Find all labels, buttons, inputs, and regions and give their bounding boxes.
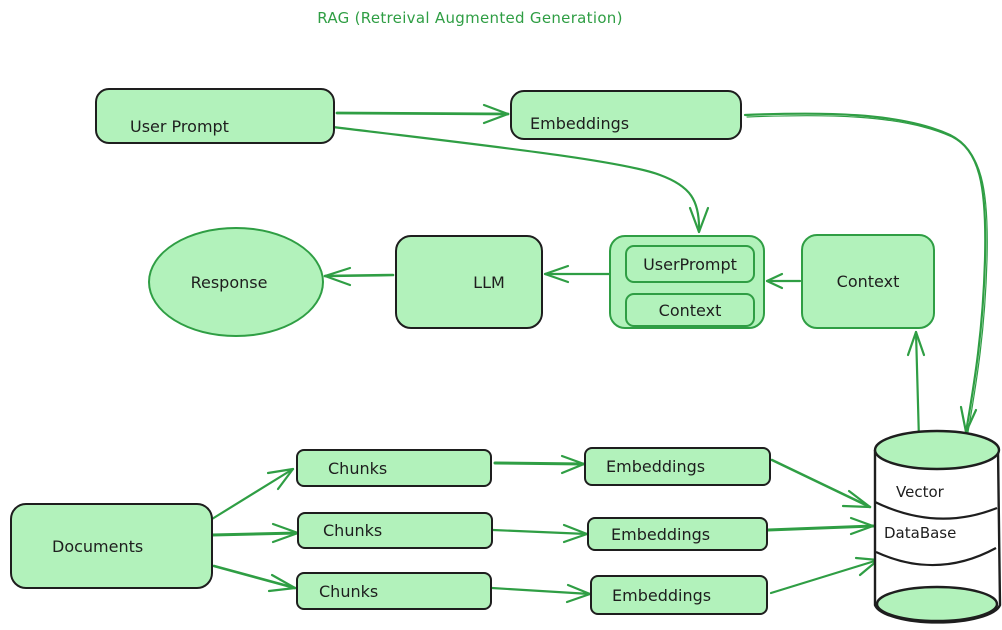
embeddings-label-2: Embeddings xyxy=(611,524,711,544)
context-node[interactable]: Context xyxy=(801,234,935,329)
user-prompt-label: User Prompt xyxy=(130,116,229,136)
arrow-documents-to-chunks-2 xyxy=(210,522,300,544)
arrow-embeddings-3-to-vectordb xyxy=(769,556,880,595)
arrow-userprompt-to-group xyxy=(331,125,710,234)
embeddings-label-1: Embeddings xyxy=(606,457,706,476)
arrow-context-to-group xyxy=(765,272,802,290)
arrow-chunks-2-to-embeddings-2 xyxy=(491,523,589,544)
response-node[interactable]: Response xyxy=(148,227,324,337)
context-label: Context xyxy=(836,272,900,291)
chunks-label-1: Chunks xyxy=(328,458,388,478)
embeddings-label-3: Embeddings xyxy=(612,585,712,605)
diagram-title: RAG (Retreival Augmented Generation) xyxy=(317,9,623,27)
embeddings-top-node[interactable]: Embeddings xyxy=(510,90,742,140)
group-userprompt-label: UserPrompt xyxy=(643,254,737,274)
chunks-label-3: Chunks xyxy=(319,581,379,601)
user-prompt-node[interactable]: User Prompt xyxy=(95,88,335,144)
arrow-llm-to-response xyxy=(323,266,395,287)
response-label: Response xyxy=(190,272,268,292)
embeddings-node-3[interactable]: Embeddings xyxy=(590,575,768,615)
group-context-item[interactable]: Context xyxy=(625,293,755,327)
vector-db-label-line2: DataBase xyxy=(884,524,957,542)
chunks-node-1[interactable]: Chunks xyxy=(296,449,492,487)
arrow-documents-to-chunks-1 xyxy=(210,467,295,521)
chunks-node-2[interactable]: Chunks xyxy=(297,512,493,549)
group-context-label: Context xyxy=(658,300,722,320)
llm-label: LLM xyxy=(473,272,505,292)
vector-db-label-line1: Vector xyxy=(896,483,944,501)
arrow-userprompt-to-embeddings xyxy=(335,103,510,125)
group-userprompt-item[interactable]: UserPrompt xyxy=(625,245,755,283)
embeddings-node-1[interactable]: Embeddings xyxy=(584,447,771,486)
llm-node[interactable]: LLM xyxy=(395,235,543,329)
arrow-chunks-3-to-embeddings-3 xyxy=(490,583,592,604)
arrow-group-to-llm xyxy=(543,264,611,284)
documents-label: Documents xyxy=(52,536,144,556)
arrow-documents-to-chunks-3 xyxy=(212,564,297,593)
arrow-embeddings-2-to-vectordb xyxy=(766,516,875,536)
embeddings-top-label: Embeddings xyxy=(530,113,630,133)
arrow-vectordb-to-context xyxy=(906,330,926,442)
prompt-context-group[interactable]: UserPrompt Context xyxy=(609,235,765,329)
vector-database-cylinder[interactable] xyxy=(873,429,1002,624)
arrow-chunks-1-to-embeddings-1 xyxy=(493,454,586,475)
arrow-embeddings-1-to-vectordb xyxy=(770,458,872,509)
embeddings-node-2[interactable]: Embeddings xyxy=(587,517,768,551)
chunks-node-3[interactable]: Chunks xyxy=(296,572,492,610)
chunks-label-2: Chunks xyxy=(323,521,383,540)
documents-node[interactable]: Documents xyxy=(10,503,213,589)
